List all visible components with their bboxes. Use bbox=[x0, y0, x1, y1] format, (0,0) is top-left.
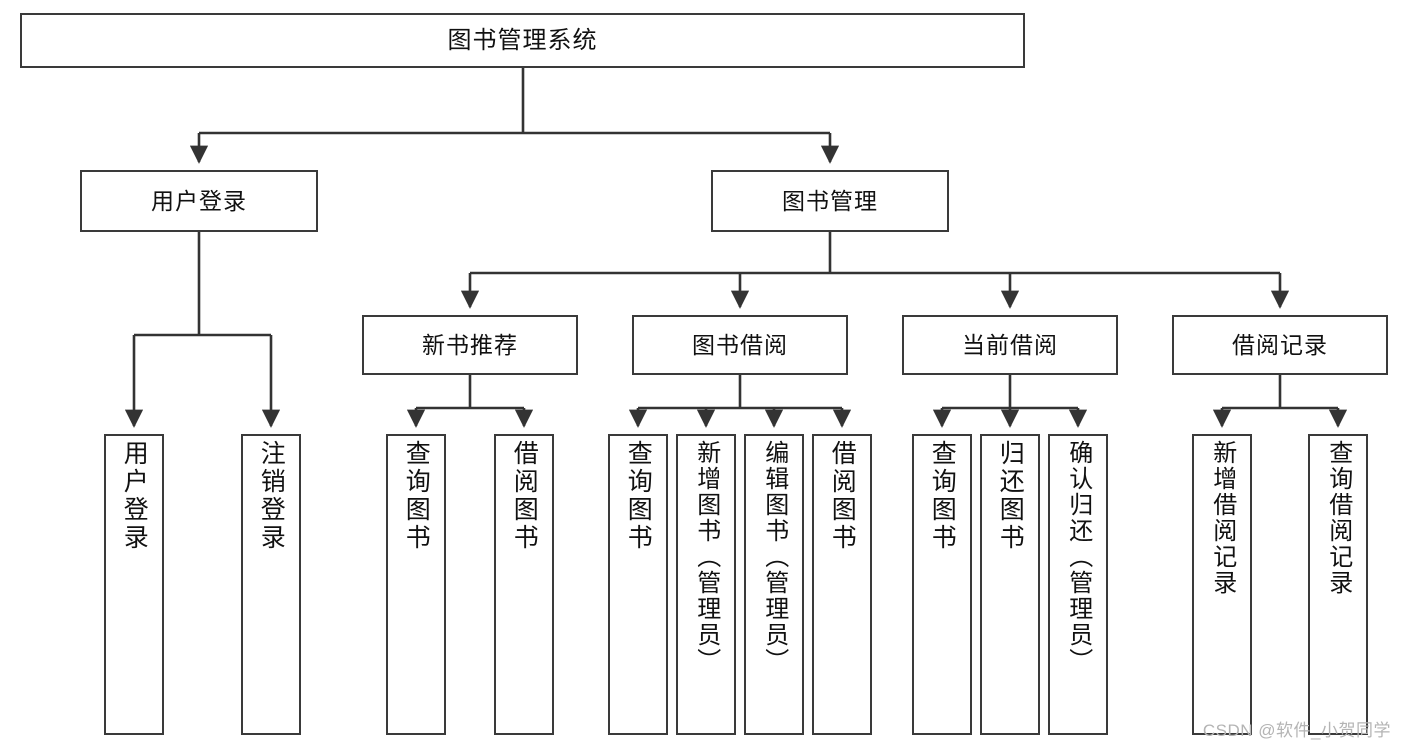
leaf-add-borrow-record[interactable]: 新增借阅记录 bbox=[1192, 434, 1252, 735]
node-root-label: 图书管理系统 bbox=[447, 26, 598, 54]
leaf-borrow-query-book[interactable]: 查询图书 bbox=[608, 434, 668, 735]
leaf-return-book-label: 归还图书 bbox=[996, 440, 1025, 552]
node-current-borrow[interactable]: 当前借阅 bbox=[902, 315, 1118, 375]
node-borrow-record-label: 借阅记录 bbox=[1232, 331, 1328, 358]
leaf-new-book-borrow-label: 借阅图书 bbox=[510, 440, 539, 552]
leaf-return-book[interactable]: 归还图书 bbox=[980, 434, 1040, 735]
node-book-borrow[interactable]: 图书借阅 bbox=[632, 315, 848, 375]
node-current-borrow-label: 当前借阅 bbox=[962, 331, 1058, 358]
node-book-management-label: 图书管理 bbox=[782, 187, 878, 214]
node-user-login[interactable]: 用户登录 bbox=[80, 170, 318, 232]
leaf-edit-book-admin-label: 编辑图书（管理员） bbox=[760, 440, 788, 674]
leaf-query-borrow-record[interactable]: 查询借阅记录 bbox=[1308, 434, 1368, 735]
leaf-new-book-query[interactable]: 查询图书 bbox=[386, 434, 446, 735]
leaf-new-book-query-label: 查询图书 bbox=[402, 440, 431, 552]
leaf-user-login-label: 用户登录 bbox=[120, 440, 149, 552]
node-borrow-record[interactable]: 借阅记录 bbox=[1172, 315, 1388, 375]
leaf-add-book-admin[interactable]: 新增图书（管理员） bbox=[676, 434, 736, 735]
leaf-logout[interactable]: 注销登录 bbox=[241, 434, 301, 735]
leaf-new-book-borrow[interactable]: 借阅图书 bbox=[494, 434, 554, 735]
node-book-management[interactable]: 图书管理 bbox=[711, 170, 949, 232]
node-root[interactable]: 图书管理系统 bbox=[20, 13, 1025, 68]
leaf-confirm-return-admin-label: 确认归还（管理员） bbox=[1064, 440, 1092, 674]
leaf-borrow-query-book-label: 查询图书 bbox=[624, 440, 653, 552]
leaf-logout-label: 注销登录 bbox=[257, 440, 286, 552]
watermark: CSDN @软件_小贺同学 bbox=[1202, 721, 1391, 740]
leaf-current-query-book-label: 查询图书 bbox=[928, 440, 957, 552]
node-book-borrow-label: 图书借阅 bbox=[692, 331, 788, 358]
leaf-add-book-admin-label: 新增图书（管理员） bbox=[692, 440, 720, 674]
node-user-login-label: 用户登录 bbox=[151, 187, 247, 214]
leaf-edit-book-admin[interactable]: 编辑图书（管理员） bbox=[744, 434, 804, 735]
leaf-borrow-book[interactable]: 借阅图书 bbox=[812, 434, 872, 735]
leaf-confirm-return-admin[interactable]: 确认归还（管理员） bbox=[1048, 434, 1108, 735]
leaf-user-login[interactable]: 用户登录 bbox=[104, 434, 164, 735]
node-new-book-recommend-label: 新书推荐 bbox=[422, 331, 518, 358]
leaf-current-query-book[interactable]: 查询图书 bbox=[912, 434, 972, 735]
leaf-borrow-book-label: 借阅图书 bbox=[828, 440, 857, 552]
node-new-book-recommend[interactable]: 新书推荐 bbox=[362, 315, 578, 375]
leaf-add-borrow-record-label: 新增借阅记录 bbox=[1208, 440, 1236, 596]
leaf-query-borrow-record-label: 查询借阅记录 bbox=[1324, 440, 1352, 596]
